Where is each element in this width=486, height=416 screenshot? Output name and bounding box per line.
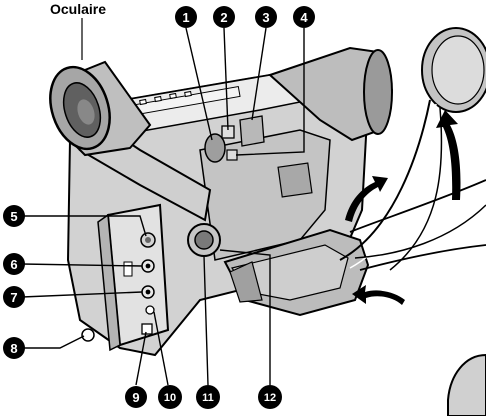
callout-12: 12 bbox=[258, 385, 282, 409]
svg-text:11: 11 bbox=[202, 392, 214, 404]
eyepiece-label: Oculaire bbox=[50, 1, 106, 17]
lens-cap bbox=[339, 27, 486, 271]
callout-11: 11 bbox=[196, 385, 220, 409]
start-stop-button bbox=[187, 223, 221, 257]
svg-text:7: 7 bbox=[10, 290, 17, 305]
callout-3: 3 bbox=[255, 6, 277, 28]
svg-text:3: 3 bbox=[262, 10, 269, 25]
bottom-button bbox=[81, 328, 95, 342]
svg-text:4: 4 bbox=[300, 10, 308, 25]
svg-text:10: 10 bbox=[164, 392, 176, 404]
callout-5: 5 bbox=[3, 205, 25, 227]
svg-text:1: 1 bbox=[182, 10, 189, 25]
callout-6: 6 bbox=[3, 253, 25, 275]
svg-text:9: 9 bbox=[132, 390, 139, 405]
svg-text:2: 2 bbox=[220, 10, 227, 25]
hand-strap bbox=[223, 228, 370, 317]
svg-text:5: 5 bbox=[10, 209, 17, 224]
svg-text:8: 8 bbox=[10, 341, 17, 356]
viewfinder bbox=[49, 60, 212, 222]
callout-7: 7 bbox=[3, 286, 25, 308]
callout-2: 2 bbox=[213, 6, 235, 28]
jack-panel bbox=[97, 203, 170, 352]
leader-lines bbox=[21, 27, 305, 386]
accessory-partial bbox=[447, 353, 486, 416]
callout-8: 8 bbox=[3, 337, 25, 359]
callout-1: 1 bbox=[175, 6, 197, 28]
callout-10: 10 bbox=[158, 385, 182, 409]
callout-4: 4 bbox=[293, 6, 315, 28]
svg-text:12: 12 bbox=[264, 392, 276, 404]
svg-text:6: 6 bbox=[10, 257, 17, 272]
callout-9: 9 bbox=[125, 386, 147, 408]
motion-arrows bbox=[345, 110, 461, 305]
